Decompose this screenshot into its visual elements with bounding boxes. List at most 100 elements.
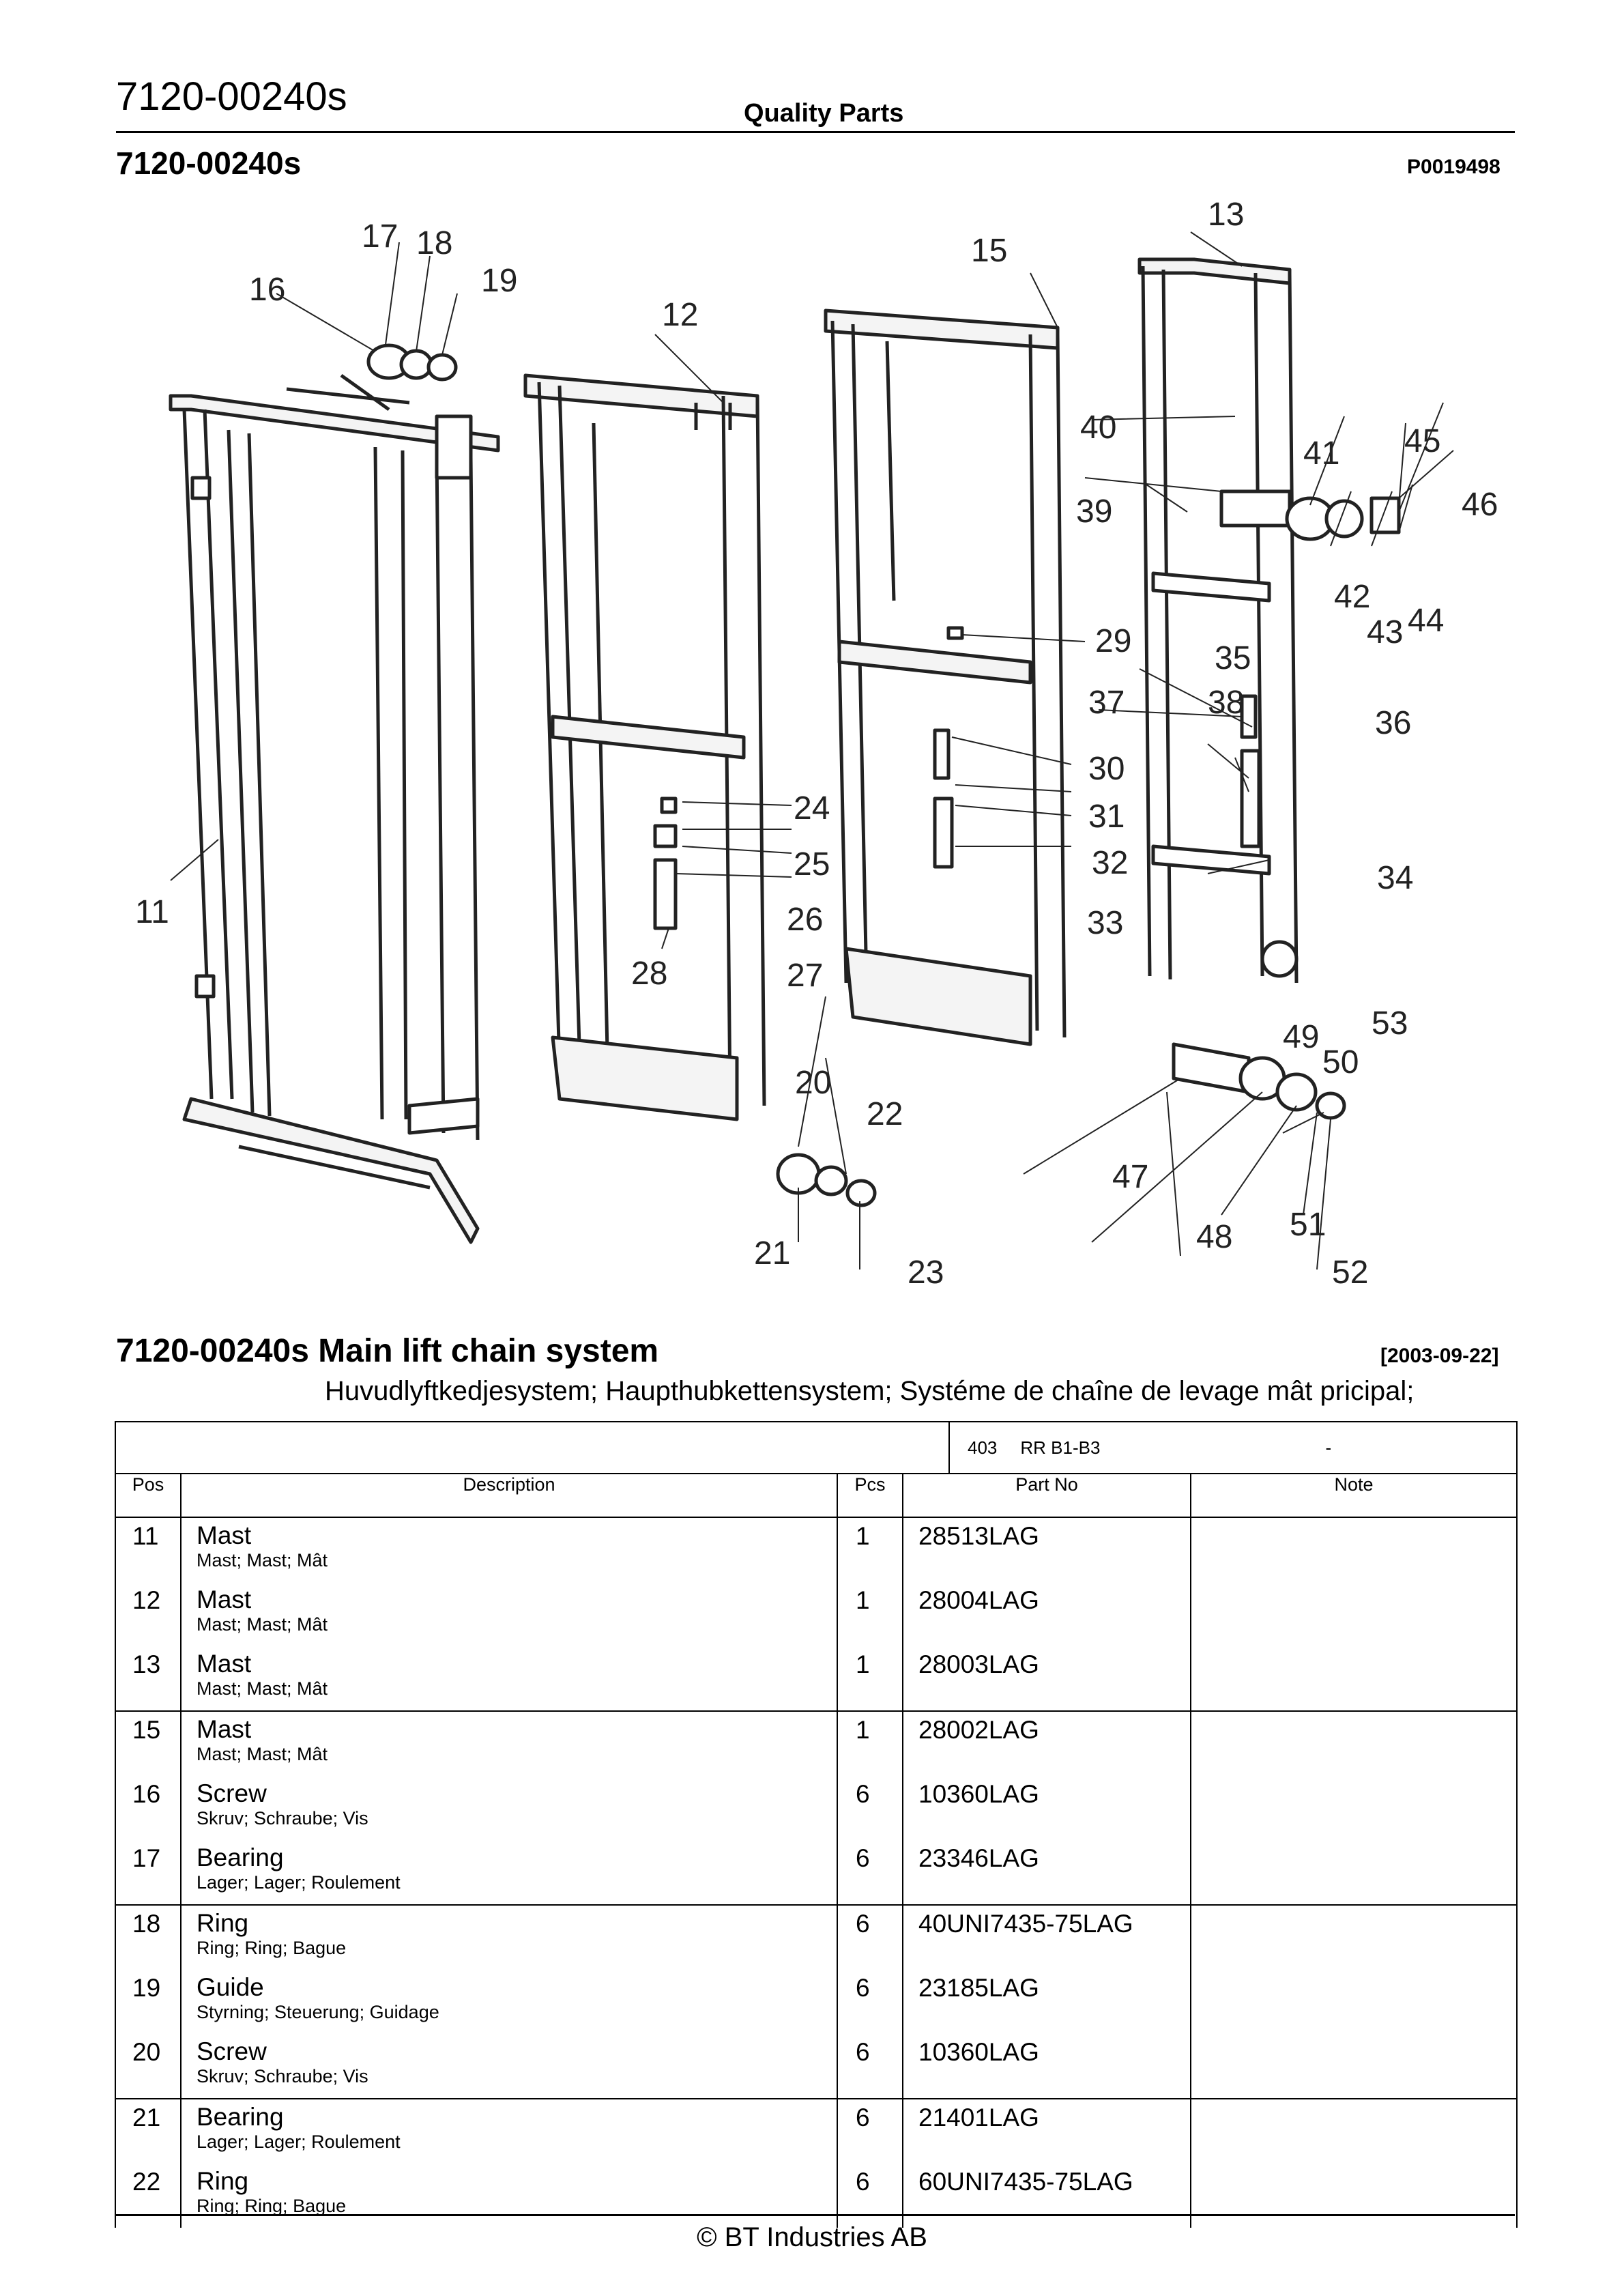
cell-note [1189,1840,1518,1905]
cell-note [1189,2164,1518,2228]
diagram-callouts: 11 12 13 15 16 17 18 19 20 21 22 23 24 2… [135,197,1498,1291]
cell-pos: 17 [115,1840,182,1905]
callout-label: 47 [1112,1159,1148,1195]
cell-pos: 22 [115,2164,182,2228]
callout-label: 41 [1303,435,1339,472]
cell-part-no: 10360LAG [902,2034,1191,2099]
callout-label: 20 [795,1065,831,1101]
cell-note [1189,1517,1518,1582]
callout-label: 51 [1290,1207,1326,1243]
cell-pos: 11 [115,1517,182,1582]
cell-pos: 13 [115,1646,182,1711]
cell-pcs: 1 [837,1517,903,1582]
cell-pos: 15 [115,1710,182,1776]
description-main: Mast [197,1650,252,1678]
description-translations: Mast; Mast; Mât [197,1744,328,1764]
header-description: Description [180,1474,838,1518]
cell-pcs: 6 [837,1970,903,2034]
cell-note [1189,1646,1518,1711]
cell-part-no: 28003LAG [902,1646,1191,1711]
cell-part-no: 28513LAG [902,1517,1191,1582]
callout-label: 34 [1377,860,1413,896]
callout-label: 15 [971,233,1007,269]
callout-label: 26 [787,902,823,938]
cell-pcs: 1 [837,1646,903,1711]
description-translations: Mast; Mast; Mât [197,1678,328,1699]
description-main: Ring [197,2167,249,2195]
callout-label: 42 [1334,579,1370,615]
cell-note [1189,1710,1518,1776]
parts-table: 403 RR B1-B3 - Pos Description Pcs Part … [114,1421,1518,2228]
callout-label: 46 [1462,487,1498,523]
meta-blank-cell [116,1422,950,1473]
callout-label: 13 [1208,197,1244,233]
callout-label: 11 [135,894,169,930]
header-pcs: Pcs [837,1474,903,1518]
callout-label: 18 [416,225,452,261]
callout-label: 29 [1095,623,1131,659]
description-translations: Skruv; Schraube; Vis [197,1808,368,1828]
description-main: Screw [197,1779,267,1807]
cell-part-no: 28002LAG [902,1710,1191,1776]
cell-part-no: 10360LAG [902,1776,1191,1840]
header-part-no: Part No [902,1474,1191,1518]
callout-label: 21 [754,1235,790,1272]
description-main: Guide [197,1973,264,2001]
section-subtitle: Huvudlyftkedjesystem; Haupthubkettensyst… [325,1376,1415,1406]
meta-code: 403 [968,1437,998,1458]
cell-pcs: 6 [837,1904,903,1970]
callout-label: 48 [1196,1219,1232,1255]
cell-pcs: 6 [837,2164,903,2228]
callout-label: 37 [1088,685,1125,721]
cell-pcs: 6 [837,1840,903,1905]
mast-13-drawing [1137,257,1299,984]
callout-label: 45 [1404,423,1440,459]
callout-label: 49 [1283,1019,1319,1055]
callout-label: 33 [1087,905,1123,941]
exploded-parts-diagram: 11 12 13 15 16 17 18 19 20 21 22 23 24 2… [116,191,1515,1310]
header-rule [116,131,1515,133]
header-title: Quality Parts [744,99,904,128]
cell-pos: 20 [115,2034,182,2099]
callout-label: 16 [249,272,285,308]
callout-label: 27 [787,958,823,994]
table-header-row: Pos Description Pcs Part No Note [115,1474,1518,1518]
cell-note [1189,1970,1518,2034]
section-date: [2003-09-22] [1380,1345,1499,1367]
callout-label: 32 [1092,845,1128,881]
meta-dash: - [1325,1437,1332,1458]
cell-part-no: 21401LAG [902,2098,1191,2164]
description-translations: Lager; Lager; Roulement [197,2132,401,2152]
callout-label: 36 [1375,705,1411,741]
cell-pcs: 1 [837,1710,903,1776]
cell-pcs: 1 [837,1582,903,1646]
callout-label: 22 [867,1096,903,1132]
mast-15-drawing [824,308,1067,1046]
callout-label: 53 [1372,1005,1408,1042]
description-translations: Styrning; Steuerung; Guidage [197,2002,439,2022]
picture-code: P0019498 [1407,156,1500,178]
leader-lines [170,231,1454,1270]
cell-pcs: 6 [837,2034,903,2099]
callout-label: 25 [794,846,830,882]
header-note: Note [1189,1474,1518,1518]
cell-pos: 16 [115,1776,182,1840]
small-parts-drawing [366,343,1401,1207]
cell-part-no: 23346LAG [902,1840,1191,1905]
cell-pos: 21 [115,2098,182,2164]
footer-copyright: © BT Industries AB [697,2222,927,2252]
